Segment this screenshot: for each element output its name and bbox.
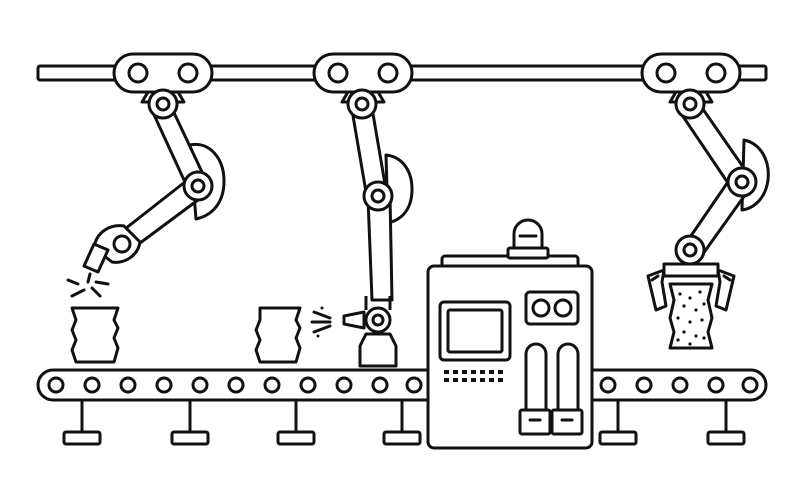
spray-nozzle (342, 310, 366, 330)
gripper-claw (646, 262, 736, 312)
spray-mist (310, 306, 332, 338)
gripper-robot-arm-icon (640, 52, 770, 350)
keypad (444, 370, 503, 382)
welding-robot-arm-icon (66, 52, 226, 364)
machine-gauges (524, 290, 580, 326)
warning-beacon-icon (506, 218, 550, 260)
control-machine-icon (426, 218, 594, 450)
sponge-block (668, 282, 714, 350)
spray-painting-robot-arm-icon (254, 52, 414, 368)
product-item (70, 306, 120, 364)
welding-sparks (66, 272, 110, 298)
paint-canister (358, 332, 398, 368)
forearm (366, 194, 394, 302)
conveyor-belt (36, 368, 768, 402)
conveyor-legs (62, 396, 746, 446)
conveyor-belt-icon (36, 368, 768, 446)
monitor-screen-icon (438, 300, 512, 362)
machine-tubes (518, 342, 584, 436)
arm-motor (384, 153, 414, 225)
product-item (254, 306, 302, 364)
welding-torch (82, 242, 110, 274)
conveyor-rollers (47, 376, 759, 394)
upper-arm (350, 106, 388, 194)
